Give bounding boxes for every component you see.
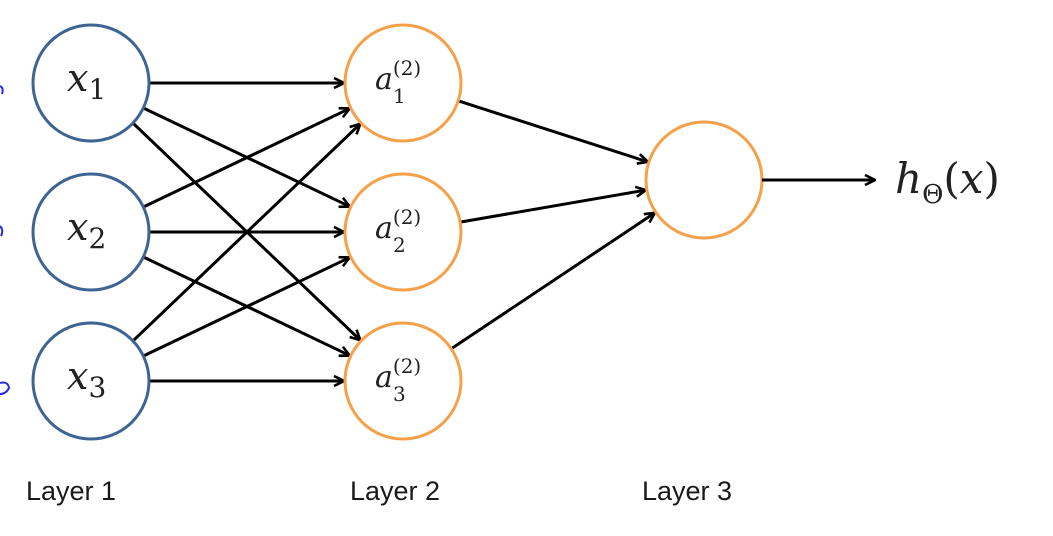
node-subscript: 1	[393, 84, 406, 108]
annotation-mark-1	[0, 85, 4, 95]
node-superscript: (2)	[393, 205, 421, 229]
edge-l2n3-l3n1	[450, 213, 655, 351]
layer-3-label: Layer 3	[642, 476, 732, 506]
node-subscript: 2	[88, 222, 106, 255]
node-circle	[31, 23, 151, 143]
node-label: x3	[67, 354, 106, 404]
annotation-mark-3	[0, 381, 11, 395]
edge-l1n3-l2n1	[131, 124, 360, 343]
edges	[131, 83, 655, 381]
node-circle	[31, 172, 151, 292]
node-label: x1	[67, 56, 106, 106]
node-subscript: 2	[393, 233, 406, 257]
node-label: a(2) 2	[375, 205, 421, 257]
node-layer2-2: a(2) 2	[343, 172, 463, 292]
node-var: x	[67, 56, 88, 100]
annotation-mark-2	[0, 225, 4, 237]
node-var: a	[375, 211, 393, 246]
edge-l2n2-l3n1	[459, 190, 646, 224]
node-circle	[644, 120, 764, 240]
node-layer1-2: x2	[31, 172, 151, 292]
output-label: hΘ(x)	[895, 154, 1000, 210]
handwritten-annotations	[0, 85, 11, 395]
node-circle	[343, 23, 463, 143]
node-var: x	[67, 205, 88, 249]
layer-2-label: Layer 2	[350, 476, 440, 506]
node-circle	[343, 172, 463, 292]
output-func: h	[895, 154, 922, 203]
node-var: a	[375, 360, 393, 395]
output-sub-theta: Θ	[922, 180, 943, 210]
layer-1-label: Layer 1	[26, 476, 116, 506]
node-layer1-1: x1	[31, 23, 151, 143]
output-arg: x	[960, 154, 984, 203]
node-label: a(2) 1	[375, 56, 421, 108]
node-layer2-1: a(2) 1	[343, 23, 463, 143]
node-label: a(2) 3	[375, 354, 421, 406]
node-subscript: 3	[88, 371, 106, 404]
node-superscript: (2)	[393, 354, 421, 378]
output-open-paren: (	[943, 154, 959, 203]
node-circle	[31, 321, 151, 441]
node-label: x2	[67, 205, 106, 255]
edge-l1n3-l2n2	[142, 257, 349, 358]
edge-l1n2-l2n1	[142, 108, 349, 209]
edge-l2n1-l3n1	[457, 99, 648, 162]
node-subscript: 3	[393, 382, 406, 406]
node-layer2-3: a(2) 3	[343, 321, 463, 441]
node-superscript: (2)	[393, 56, 421, 80]
node-var: x	[67, 354, 88, 398]
node-circle	[343, 321, 463, 441]
node-var: a	[375, 62, 393, 97]
node-layer1-3: x3	[31, 321, 151, 441]
node-layer3-1	[644, 120, 764, 240]
node-subscript: 1	[88, 73, 106, 106]
output-close-paren: )	[983, 154, 999, 203]
